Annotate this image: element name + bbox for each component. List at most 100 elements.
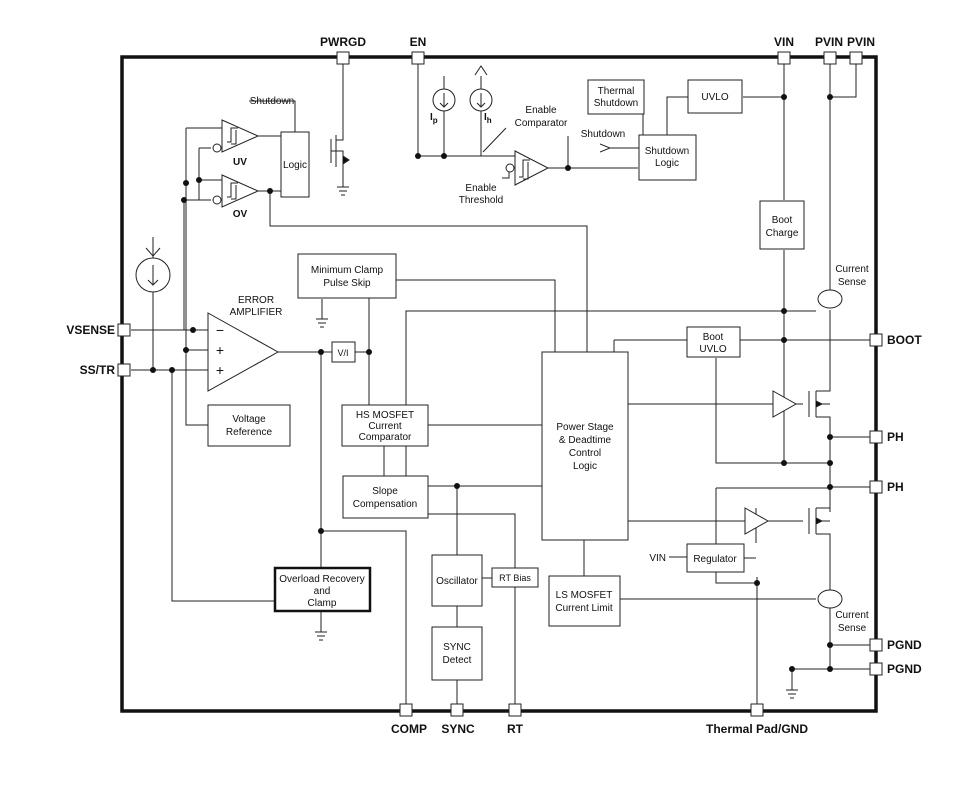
overload-recovery-label-2: and <box>314 586 331 597</box>
ip-label: Ip <box>430 112 438 125</box>
ls-current-limit-label-1: LS MOSFET <box>556 590 613 601</box>
amp-plus-sign-2: + <box>216 362 224 378</box>
pin-label-thermal-pad: Thermal Pad/GND <box>706 722 808 736</box>
ih-label-main: I <box>484 112 487 123</box>
pin-pad-ph1 <box>869 430 883 444</box>
overload-recovery-label-3: Clamp <box>308 598 337 609</box>
pin-pad-pwrgd <box>336 51 350 65</box>
logic-block <box>280 131 310 198</box>
oscillator-label: Oscillator <box>436 576 478 587</box>
error-amp-label-1: ERROR <box>238 295 274 306</box>
rt-bias-label: RT Bias <box>499 573 531 583</box>
pin-pad-thermal <box>750 703 764 717</box>
oscillator-block <box>431 554 483 607</box>
thermal-shutdown-label-1: Thermal <box>598 86 635 97</box>
shutdown-logic-block <box>638 134 697 181</box>
error-amp-label-2: AMPLIFIER <box>230 307 283 318</box>
rt-bias-block <box>491 567 539 588</box>
enable-threshold-label-1: Enable <box>465 183 497 194</box>
sync-detect-label-2: Detect <box>443 655 472 666</box>
min-clamp-label-1: Minimum Clamp <box>311 265 384 276</box>
pin-label-pgnd1: PGND <box>887 638 922 652</box>
pin-label-sync: SYNC <box>441 722 475 736</box>
pin-labels: PWRGD EN VIN PVIN PVIN VSENSE SS/TR BOOT… <box>66 35 922 736</box>
thermal-shutdown-block <box>587 79 645 115</box>
hs-comparator-block <box>341 404 429 447</box>
boot-charge-label-2: Charge <box>766 228 799 239</box>
blocks: Logic Thermal Shutdown UVLO Shutdown Log… <box>207 79 805 681</box>
mosfet-symbols <box>330 139 824 525</box>
pin-pad-boot <box>869 333 883 347</box>
power-stage-label-1: Power Stage <box>556 422 614 433</box>
pin-label-pgnd2: PGND <box>887 662 922 676</box>
pin-pad-sstr <box>117 363 131 377</box>
hs-comparator-label-1: HS MOSFET <box>356 410 414 421</box>
hs-comparator-label-3: Comparator <box>359 432 412 443</box>
min-clamp-block <box>297 253 397 299</box>
current-sense-bottom-label-2: Sense <box>838 623 867 634</box>
slope-compensation-label-1: Slope <box>372 486 398 497</box>
voltage-reference-block <box>207 404 291 447</box>
pin-label-comp: COMP <box>391 722 427 736</box>
ov-label: OV <box>233 209 248 220</box>
slope-compensation-block <box>342 475 429 519</box>
logic-label: Logic <box>283 160 307 171</box>
pin-pad-pgnd2 <box>869 662 883 676</box>
current-sense-top-label-1: Current <box>835 264 869 275</box>
power-stage-label-4: Logic <box>573 461 597 472</box>
voltage-reference-label-1: Voltage <box>232 414 266 425</box>
vin-regulator-label: VIN <box>649 553 666 564</box>
wires <box>131 63 876 705</box>
chip-outline <box>120 55 878 713</box>
overload-recovery-block <box>273 566 372 613</box>
ls-current-limit-block <box>548 575 621 627</box>
current-sense-top <box>817 289 843 309</box>
pin-label-vin: VIN <box>774 35 794 49</box>
shutdown-arrow-label: Shutdown <box>581 129 625 140</box>
overload-recovery-label-1: Overload Recovery <box>279 574 365 585</box>
ip-label-sub: p <box>433 116 438 125</box>
power-stage-label-3: Control <box>569 448 601 459</box>
uv-comparator: UV <box>212 119 260 168</box>
pin-label-sstr: SS/TR <box>80 363 116 377</box>
enable-comparator <box>505 150 550 186</box>
vi-label: V/I <box>337 348 348 358</box>
pin-label-pvin1: PVIN <box>815 35 843 49</box>
boot-uvlo-block <box>686 326 741 358</box>
ls-gate-driver <box>744 507 770 535</box>
error-amplifier: − + + <box>207 312 280 392</box>
pin-pad-ph2 <box>869 480 883 494</box>
thermal-shutdown-label-2: Shutdown <box>594 98 638 109</box>
pin-label-rt: RT <box>507 722 524 736</box>
voltage-reference-label-2: Reference <box>226 427 273 438</box>
pin-label-ph1: PH <box>887 430 904 444</box>
shutdown-top-label: Shutdown <box>250 96 294 107</box>
enable-comparator-label-2: Comparator <box>515 118 568 129</box>
ls-current-limit-label-2: Current Limit <box>555 603 612 614</box>
shutdown-logic-label-2: Logic <box>655 158 679 169</box>
boot-charge-label-1: Boot <box>772 215 793 226</box>
annotations: Shutdown Ip Ih Enable Comparator Shutdow… <box>230 96 869 634</box>
boot-uvlo-label-1: Boot <box>703 332 724 343</box>
pin-pad-en <box>411 51 425 65</box>
slope-compensation-label-2: Compensation <box>353 499 417 510</box>
power-stage-block <box>541 351 629 541</box>
sync-detect-block <box>431 626 483 681</box>
current-sense-bottom-label-1: Current <box>835 610 869 621</box>
pin-label-pvin2: PVIN <box>847 35 875 49</box>
pin-pad-sync <box>450 703 464 717</box>
pin-label-en: EN <box>410 35 427 49</box>
sync-detect-label-1: SYNC <box>443 642 471 653</box>
ip-label-main: I <box>430 112 433 123</box>
amp-minus-sign: − <box>216 322 224 338</box>
regulator-label: Regulator <box>693 554 737 565</box>
pin-pads <box>117 51 883 717</box>
pin-label-ph2: PH <box>887 480 904 494</box>
current-sense-top-label-2: Sense <box>838 277 867 288</box>
ov-comparator: OV <box>212 174 260 220</box>
shutdown-logic-label-1: Shutdown <box>645 146 689 157</box>
hs-gate-driver <box>772 390 798 418</box>
pin-pad-pgnd1 <box>869 638 883 652</box>
pin-pad-vsense <box>117 323 131 337</box>
uvlo-block <box>687 79 743 114</box>
